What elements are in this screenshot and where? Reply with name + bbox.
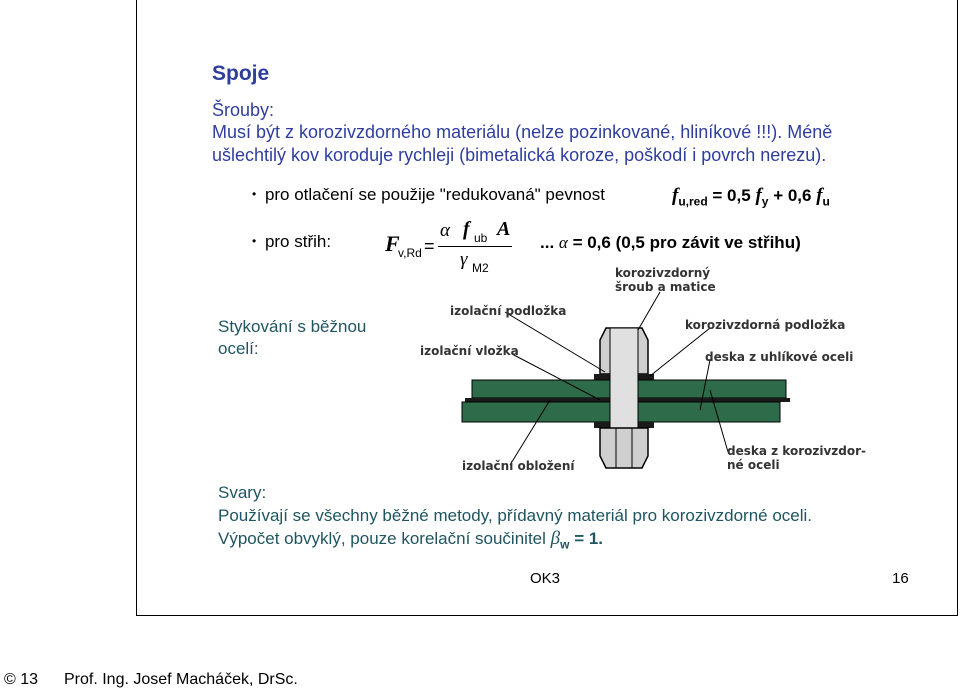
bolts-text-line2: ušlechtilý kov koroduje rychleji (bimeta…: [212, 145, 827, 165]
shear-note-text: = 0,6 (0,5 pro závit ve střihu): [572, 233, 801, 252]
bullet-dot: •: [252, 187, 257, 201]
fraction-bar: [438, 246, 512, 247]
formula-plus: + 0,6: [773, 186, 812, 205]
welds-line2: Výpočet obvyklý, pouze korelační součini…: [218, 528, 603, 551]
welds-heading: Svary:: [218, 483, 267, 502]
bolt-head: [599, 427, 649, 469]
page-number: 16: [892, 570, 909, 587]
formula-sub-y: y: [761, 194, 769, 209]
shear-note-alpha: α: [558, 233, 568, 252]
label-stainless-plate-1: deska z korozivzdor-: [727, 444, 866, 458]
formula-shear-eq: =: [424, 236, 435, 256]
beta-symbol: β: [550, 528, 561, 549]
formula-gamma: γ: [460, 249, 468, 270]
connection-label-line2: ocelí:: [218, 339, 259, 358]
label-stainless-plate-2: né oceli: [727, 458, 780, 472]
bolts-heading: Šrouby:: [212, 100, 275, 120]
bullet-1: • pro otlačení se použije "redukovaná" p…: [252, 185, 605, 205]
welds-line2-suffix: = 1.: [574, 529, 604, 548]
bolts-text-line1: Musí být z korozivzdorného materiálu (ne…: [212, 122, 833, 142]
formula-alpha: α: [440, 220, 450, 241]
label-insulating-washer: izolační podložka: [450, 304, 567, 318]
bullet-dot: •: [252, 234, 257, 248]
connection-label-line1: Stykování s běžnou: [218, 317, 367, 336]
label-stainless-bolt-2: šroub a matice: [615, 280, 716, 294]
formula-reduced-strength: fu,red = 0,5 fy + 0,6 fu: [672, 185, 830, 208]
formula-eq: = 0,5: [712, 186, 751, 205]
formula-shear-sub: v,Rd: [398, 246, 422, 260]
formula-sub-ub: ub: [474, 231, 488, 245]
slide-title: Spoje: [212, 62, 270, 85]
formula-f-ub: f: [463, 218, 470, 240]
shear-note-prefix: ...: [540, 233, 555, 252]
author: Prof. Ing. Josef Macháček, DrSc.: [64, 671, 298, 688]
label-carbon-plate: deska z uhlíkové oceli: [705, 350, 854, 364]
label-insulating-insert: izolační vložka: [420, 344, 519, 358]
bullet-1-text: pro otlačení se použije "redukovaná" pev…: [264, 185, 605, 204]
label-stainless-bolt-1: korozivzdorný: [615, 266, 711, 280]
bullet-2: • pro střih:: [252, 232, 331, 252]
formula-sub-u: u: [822, 194, 830, 209]
welds-line2-prefix: Výpočet obvyklý, pouze korelační součini…: [218, 529, 546, 548]
shear-note: ... α = 0,6 (0,5 pro závit ve střihu): [540, 233, 801, 253]
formula-shear-F: F: [385, 231, 400, 256]
formula-sub-m2: M2: [472, 261, 489, 275]
label-stainless-washer: korozivzdorná podložka: [685, 318, 846, 332]
beta-sub-w: w: [560, 537, 570, 552]
carbon-plate: [461, 401, 611, 423]
bolt-connection-diagram: [461, 291, 790, 469]
formula-f: f: [672, 185, 679, 206]
footer-center: OK3: [530, 570, 561, 587]
label-insulating-coating: izolační obložení: [462, 459, 575, 473]
formula-fu: f: [816, 185, 823, 206]
stainless-plate: [471, 379, 611, 399]
formula-sub-ured: u,red: [678, 194, 708, 209]
welds-line1: Používají se všechny běžné metody, přída…: [218, 506, 813, 525]
formula-A: A: [497, 218, 511, 240]
copyright: © 13: [4, 671, 39, 688]
formula-fy: f: [755, 185, 762, 206]
bullet-2-label: pro střih:: [264, 232, 332, 251]
slide-frame: [136, 0, 958, 616]
